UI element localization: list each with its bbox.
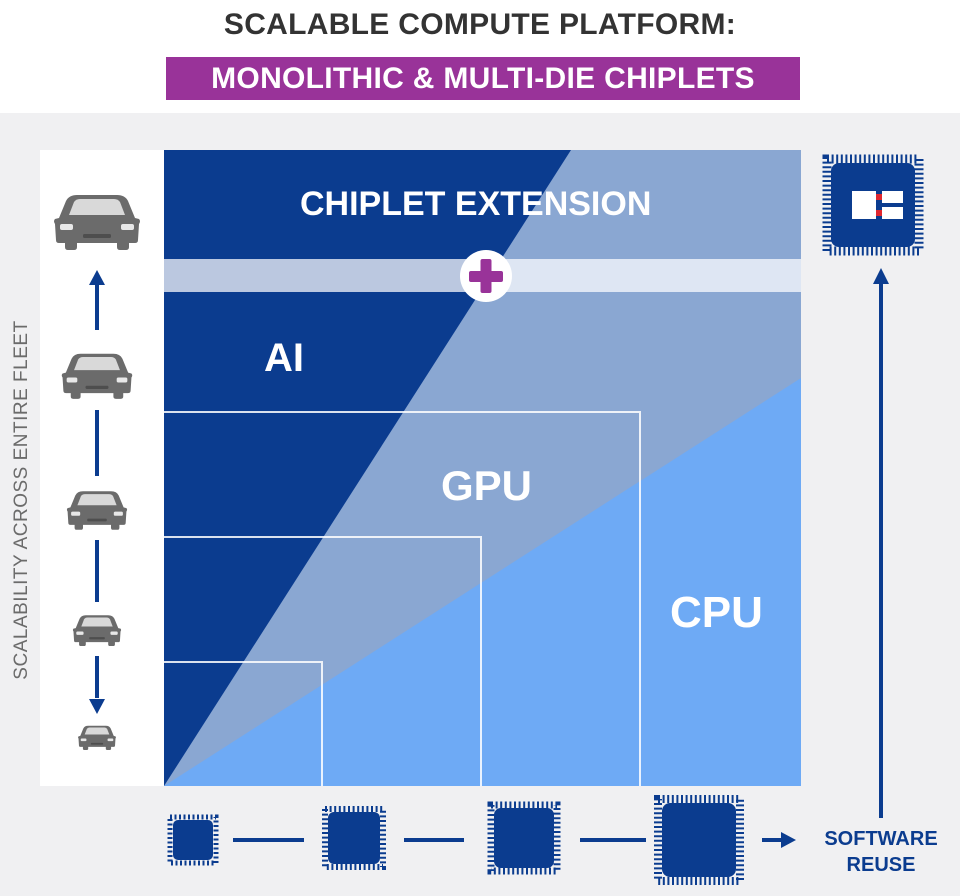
tier-outline-large xyxy=(164,411,641,786)
chip-connector xyxy=(404,838,464,842)
subtitle: MONOLITHIC & MULTI-DIE CHIPLETS xyxy=(211,62,755,95)
fleet-scale-arrows xyxy=(89,270,105,714)
page-title: SCALABLE COMPUTE PLATFORM: xyxy=(223,8,737,41)
chip-icon xyxy=(487,801,561,875)
car-icon xyxy=(61,353,133,399)
chip-connector xyxy=(580,838,646,842)
ai-label: AI xyxy=(264,336,304,380)
car-icon xyxy=(54,195,140,250)
plus-icon xyxy=(460,250,512,302)
chip-progression xyxy=(167,795,796,885)
chip-icon xyxy=(167,814,219,866)
fleet-column xyxy=(40,150,164,786)
cpu-region xyxy=(164,378,801,786)
arrow-icon xyxy=(762,832,796,848)
software-reuse-arrow xyxy=(873,268,889,818)
subtitle-banner: MONOLITHIC & MULTI-DIE CHIPLETS xyxy=(166,57,800,100)
car-icon xyxy=(78,725,116,750)
chip-icon xyxy=(322,806,386,870)
chip-connector xyxy=(233,838,304,842)
tier-outline-medium xyxy=(164,536,482,786)
software-reuse-line2: REUSE xyxy=(846,854,916,876)
software-reuse-label: SOFTWARE REUSE xyxy=(811,826,951,878)
car-icon xyxy=(66,491,128,530)
gpu-label: GPU xyxy=(441,462,533,509)
software-reuse-line1: SOFTWARE xyxy=(824,828,938,850)
chip-icon xyxy=(654,795,744,885)
tier-outline-small xyxy=(164,661,323,786)
cpu-label: CPU xyxy=(670,588,763,637)
ai-region xyxy=(164,150,571,786)
chiplet-extension-label: CHIPLET EXTENSION xyxy=(300,185,652,223)
chiplet-chip-icon xyxy=(822,154,924,256)
car-icon xyxy=(72,615,122,647)
